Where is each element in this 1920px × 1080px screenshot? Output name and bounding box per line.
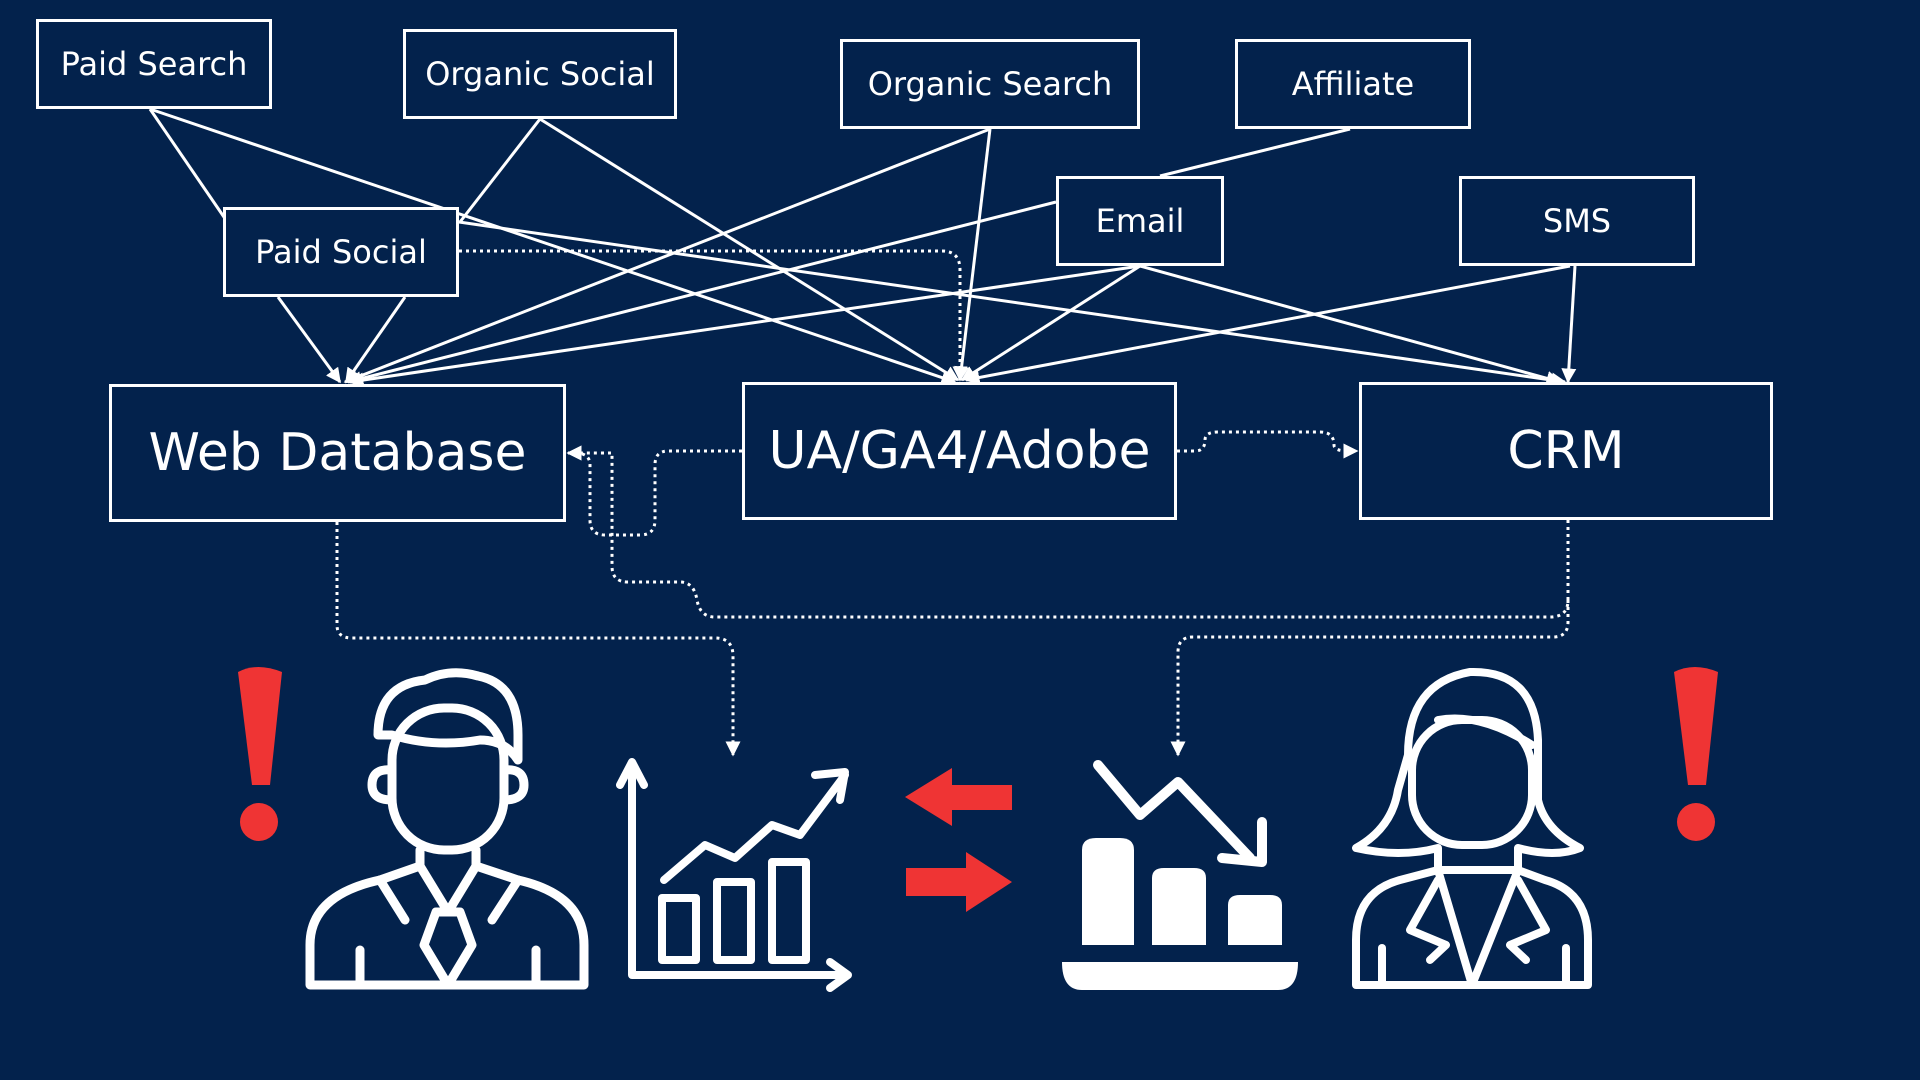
node-paid-search: Paid Search [36, 19, 272, 109]
exclamation-icon [238, 667, 282, 841]
node-affiliate: Affiliate [1235, 39, 1471, 129]
connector-sms-to-ua [964, 264, 1571, 385]
connector-organic-social-to-web-database [458, 118, 542, 223]
node-ua-ga4-adobe: UA/GA4/Adobe [742, 382, 1177, 520]
node-sms: SMS [1459, 176, 1695, 266]
node-paid-social: Paid Social [223, 207, 459, 297]
connector-paid-search-to-web-database [148, 108, 228, 221]
connector-paid-social-to-web-database-2 [344, 296, 407, 384]
flow-crm-to-decline-chart [1170, 600, 1570, 757]
flow-ua-to-crm [1177, 430, 1359, 459]
businessman-icon [305, 668, 589, 990]
connector-paid-social-to-crm [458, 220, 1567, 388]
connector-email-to-crm [1139, 264, 1562, 386]
businesswoman-icon [1352, 667, 1592, 989]
connector-paid-search-to-ua [149, 107, 957, 385]
node-organic-search: Organic Search [840, 39, 1140, 129]
node-crm: CRM [1359, 382, 1773, 520]
connector-organic-search-to-ua [954, 128, 992, 382]
connector-paid-social-to-web-database-1 [276, 296, 342, 384]
swap-arrows-icon [905, 768, 1012, 912]
connector-organic-search-to-web-database [343, 127, 991, 385]
connector-email-to-ua [960, 264, 1141, 382]
node-organic-social: Organic Social [403, 29, 677, 119]
exclamation-icon [1674, 667, 1718, 841]
data-flow-connectors [335, 249, 1570, 757]
flow-paid-social-to-ua [459, 249, 968, 382]
source-connectors [148, 107, 1577, 388]
decline-chart-icon [1062, 760, 1298, 990]
connector-affiliate-to-email [1159, 127, 1351, 178]
flow-ua-to-web-database [566, 445, 742, 537]
node-web-database: Web Database [109, 384, 566, 522]
connector-email-to-web-database-1 [346, 200, 1057, 386]
flow-web-database-to-growth-chart [335, 522, 741, 757]
node-email: Email [1056, 176, 1224, 266]
connector-email-to-web-database-2 [348, 264, 1141, 388]
growth-chart-icon [616, 758, 852, 992]
connector-sms-to-crm [1561, 265, 1577, 384]
